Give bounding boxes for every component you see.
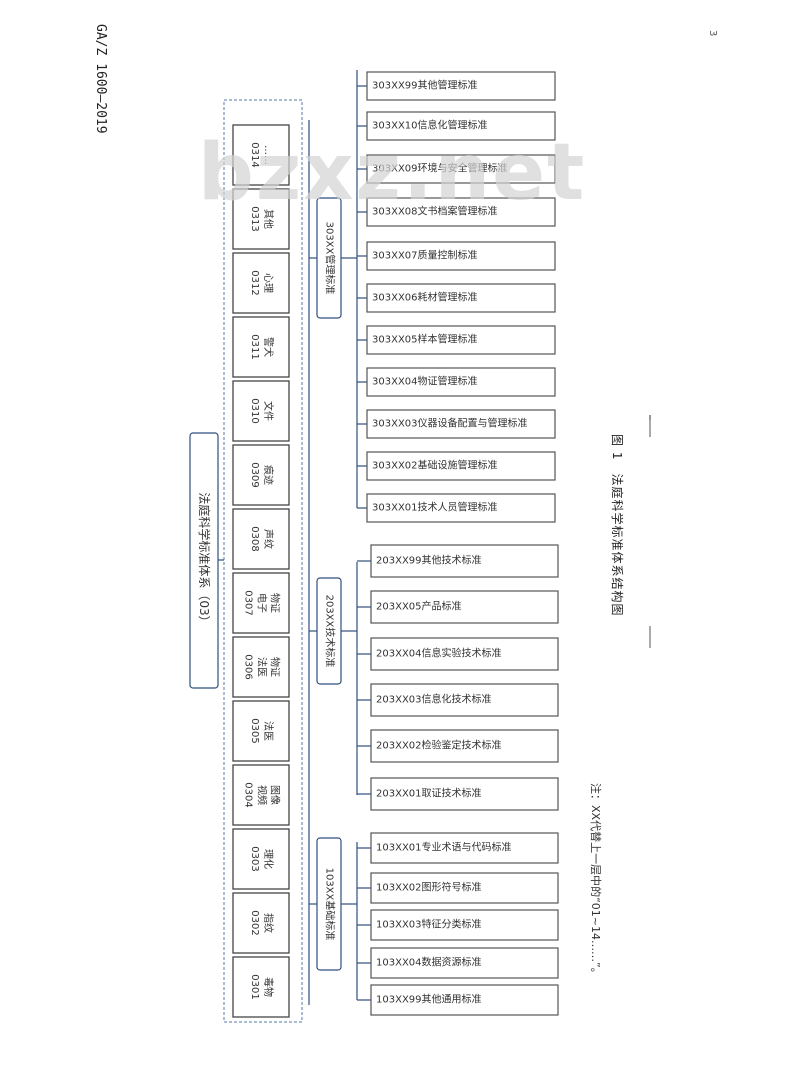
standard-item-box xyxy=(366,325,556,355)
domain-box-0305 xyxy=(232,700,290,762)
domain-code: 0307 xyxy=(243,590,254,615)
standard-item-label: 303XX08文书档案管理标准 xyxy=(372,205,498,218)
domain-name: 文件 xyxy=(262,401,275,421)
standard-item-box xyxy=(366,241,556,271)
standard-item-label: 203XX04信息实验技术标准 xyxy=(376,647,502,660)
standard-item-box xyxy=(366,283,556,313)
domain-code: 0312 xyxy=(249,270,260,295)
domain-box-0301 xyxy=(232,956,290,1018)
domain-box-0308 xyxy=(232,508,290,570)
domain-code: 0301 xyxy=(249,974,260,999)
standard-item-box xyxy=(366,409,556,439)
domain-box-0311 xyxy=(232,316,290,378)
standard-item-box xyxy=(370,729,559,763)
domain-code: 0304 xyxy=(243,782,254,807)
domain-name: 痕迹 xyxy=(262,465,275,485)
standard-item-label: 303XX99其他管理标准 xyxy=(372,79,478,92)
standard-item-label: 303XX07质量控制标准 xyxy=(372,249,478,262)
domain-box-0310 xyxy=(232,380,290,442)
standard-item-label: 103XX04数据资源标准 xyxy=(376,956,482,969)
domain-name: 理化 xyxy=(262,849,275,869)
standard-item-label: 103XX02图形符号标准 xyxy=(376,881,482,894)
standard-item-label: 203XX99其他技术标准 xyxy=(376,554,482,567)
standard-item-box xyxy=(370,590,559,624)
domain-code: 0308 xyxy=(249,526,260,551)
domain-code: 0309 xyxy=(249,462,260,487)
domain-name: 毒物 xyxy=(262,977,275,997)
domain-box-0303 xyxy=(232,828,290,890)
standard-item-label: 203XX03信息化技术标准 xyxy=(376,693,492,706)
root-node-label: 法庭科学标准体系（03） xyxy=(197,492,212,627)
standard-item-label: 303XX01技术人员管理标准 xyxy=(372,501,498,514)
standard-item-box xyxy=(370,544,559,578)
domain-box-0307 xyxy=(232,572,290,634)
domain-code: 0311 xyxy=(249,334,260,359)
standard-item-box xyxy=(366,111,556,141)
standard-item-box xyxy=(366,154,556,184)
standard-item-label: 203XX02检验鉴定技术标准 xyxy=(376,739,502,752)
domain-name: 警犬 xyxy=(262,337,275,357)
domain-box-0314 xyxy=(232,124,290,186)
domain-name: 法医 xyxy=(262,721,275,741)
figure-caption: 图 1 法庭科学标准体系结构图 xyxy=(610,434,624,617)
domain-code: 0310 xyxy=(249,398,260,423)
standard-item-box xyxy=(366,197,556,227)
standard-item-box xyxy=(370,872,559,904)
domain-box-0304 xyxy=(232,764,290,826)
domain-code: 0305 xyxy=(249,718,260,743)
standard-item-box xyxy=(366,367,556,397)
domain-code: 0314 xyxy=(249,142,260,167)
standard-item-box xyxy=(366,493,556,523)
domain-name: 指纹 xyxy=(262,913,275,933)
domain-box-0309 xyxy=(232,444,290,506)
domain-name: 物证 xyxy=(269,593,282,613)
standard-item-box xyxy=(370,637,559,671)
standard-item-label: 103XX99其他通用标准 xyxy=(376,993,482,1006)
domain-box-0306 xyxy=(232,636,290,698)
standard-item-label: 303XX06耗材管理标准 xyxy=(372,291,478,304)
domain-code: 0303 xyxy=(249,846,260,871)
category-label: 103XX基础标准 xyxy=(324,868,337,941)
domain-name: …… xyxy=(262,145,273,165)
standard-item-box xyxy=(370,683,559,717)
figure-note: 注：XX代替上一层中的“01~14……”。 xyxy=(589,783,602,979)
domain-box-0313 xyxy=(232,188,290,250)
standard-item-label: 103XX03特征分类标准 xyxy=(376,918,482,931)
domain-box-0312 xyxy=(232,252,290,314)
category-label: 303XX管理标准 xyxy=(324,222,337,295)
standard-item-label: 303XX10信息化管理标准 xyxy=(372,119,488,132)
standard-item-label: 103XX01专业术语与代码标准 xyxy=(376,841,512,854)
standard-item-label: 303XX05样本管理标准 xyxy=(372,333,478,346)
standard-item-box xyxy=(370,777,559,811)
standard-item-box xyxy=(370,909,559,941)
domain-name: 心理 xyxy=(262,273,274,293)
category-label: 203XX技术标准 xyxy=(324,595,337,668)
domain-name: 图像 xyxy=(269,785,281,805)
domain-code: 0302 xyxy=(249,910,260,935)
standard-item-box xyxy=(370,984,559,1016)
standard-item-label: 303XX02基础设施管理标准 xyxy=(372,459,498,472)
standard-item-box xyxy=(366,71,556,101)
domain-name: 其他 xyxy=(262,209,275,229)
domain-code: 0313 xyxy=(249,206,260,231)
domain-name: 法医 xyxy=(256,657,269,677)
standard-item-box xyxy=(370,947,559,979)
domain-name: 电子 xyxy=(256,593,269,613)
domain-code: 0306 xyxy=(243,654,254,679)
domain-name: 物证 xyxy=(269,657,282,677)
domain-name: 声纹 xyxy=(262,529,275,549)
domain-box-0302 xyxy=(232,892,290,954)
standard-item-label: 203XX05产品标准 xyxy=(376,600,462,613)
standard-item-box xyxy=(370,832,559,864)
domain-name: 视频 xyxy=(256,785,269,805)
standard-item-label: 303XX04物证管理标准 xyxy=(372,375,478,388)
standard-item-label: 303XX03仪器设备配置与管理标准 xyxy=(372,417,528,430)
standard-item-label: 303XX09环境与安全管理标准 xyxy=(372,162,508,175)
standard-item-box xyxy=(366,451,556,481)
standard-item-label: 203XX01取证技术标准 xyxy=(376,787,482,800)
